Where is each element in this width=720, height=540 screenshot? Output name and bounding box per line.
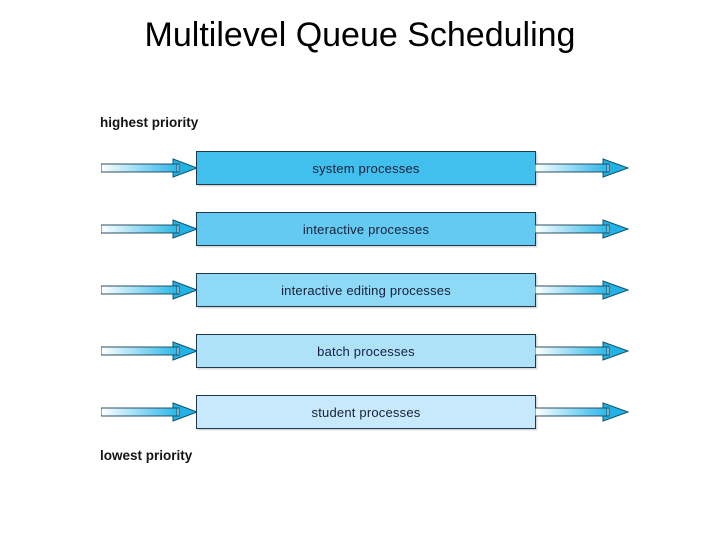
lowest-priority-label: lowest priority	[100, 448, 193, 463]
queue-row: system processes	[0, 148, 720, 188]
queue-label: interactive processes	[302, 221, 430, 237]
queue-row: student processes	[0, 392, 720, 432]
page-title: Multilevel Queue Scheduling	[144, 16, 576, 54]
queue-box[interactable]: student processes	[196, 395, 536, 429]
queue-input-arrow-icon	[101, 400, 199, 424]
queue-input-arrow-icon	[101, 339, 199, 363]
queue-output-arrow-icon	[535, 217, 630, 241]
queue-label: student processes	[311, 404, 421, 420]
queue-row: interactive processes	[0, 209, 720, 249]
queue-label: batch processes	[317, 343, 415, 359]
queue-box[interactable]: interactive editing processes	[196, 273, 536, 307]
queue-box[interactable]: system processes	[196, 151, 536, 185]
queue-row: interactive editing processes	[0, 270, 720, 310]
queue-row: batch processes	[0, 331, 720, 371]
queue-box[interactable]: batch processes	[196, 334, 536, 368]
queue-label: system processes	[312, 160, 420, 176]
queue-input-arrow-icon	[101, 217, 199, 241]
highest-priority-label: highest priority	[100, 115, 199, 130]
queue-input-arrow-icon	[101, 156, 199, 180]
queue-output-arrow-icon	[535, 339, 630, 363]
queue-input-arrow-icon	[101, 278, 199, 302]
queue-output-arrow-icon	[535, 156, 630, 180]
queue-output-arrow-icon	[535, 400, 630, 424]
queue-box[interactable]: interactive processes	[196, 212, 536, 246]
queue-label: interactive editing processes	[281, 282, 451, 298]
queue-output-arrow-icon	[535, 278, 630, 302]
